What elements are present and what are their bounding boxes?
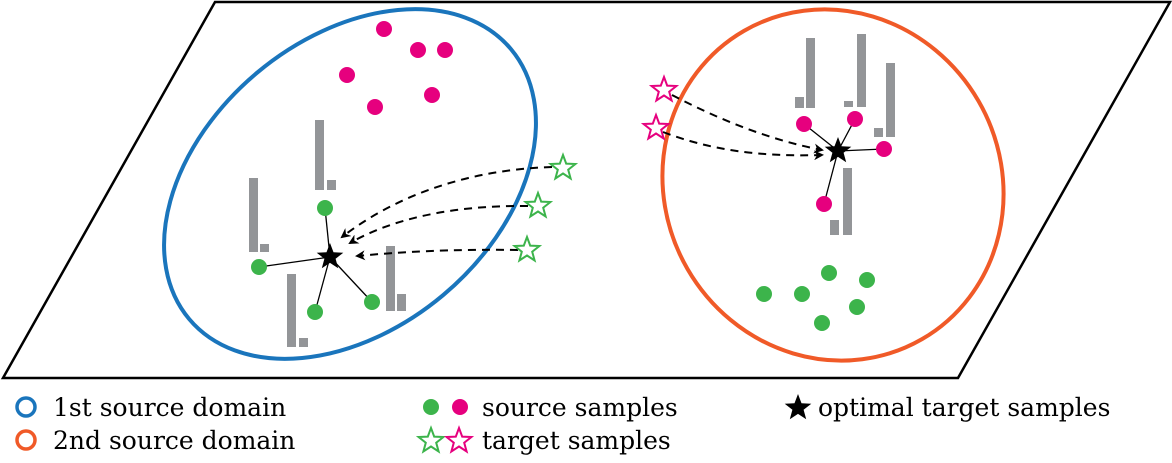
- histogram-bar: [857, 34, 866, 107]
- legend-green-dot-icon: [423, 399, 439, 415]
- legend-pink-star-icon: [443, 425, 475, 454]
- histogram-bar: [806, 38, 815, 108]
- pink-source-dot: [424, 87, 440, 103]
- pink-source-dot: [367, 99, 383, 115]
- legend-orange-ring-icon: [15, 429, 37, 451]
- histogram-bar: [386, 246, 395, 311]
- green-source-dot: [364, 294, 380, 310]
- pink-target-star-icon: [640, 112, 672, 141]
- legend-blue-ring-icon: [15, 396, 37, 418]
- pink-source-dot: [410, 42, 426, 58]
- legend-pink-dot-icon: [452, 399, 468, 415]
- pink-source-dot: [796, 116, 812, 132]
- green-target-star-icon: [522, 190, 554, 219]
- target-samples: [316, 74, 852, 269]
- histogram-bar: [874, 128, 883, 137]
- legend-source-samples: source samples: [482, 393, 678, 422]
- green-source-dot: [251, 259, 267, 275]
- legend-first-domain: 1st source domain: [53, 393, 286, 422]
- green-source-dot: [814, 315, 830, 331]
- pink-source-dot: [339, 67, 355, 83]
- histogram-bar: [249, 178, 258, 252]
- green-source-dot: [307, 304, 323, 320]
- legend: 1st source domain 2nd source domain sour…: [15, 393, 1110, 455]
- histogram-bar: [397, 294, 406, 311]
- dashed-arrow: [348, 204, 529, 244]
- legend-black-star-icon: [784, 394, 812, 420]
- green-source-dot: [317, 200, 333, 216]
- dashed-arrow: [355, 248, 519, 261]
- green-target-star-icon: [547, 152, 579, 181]
- pink-source-dot: [816, 196, 832, 212]
- histogram-bar: [795, 97, 804, 108]
- green-source-dot: [859, 272, 875, 288]
- histogram-bar: [299, 338, 308, 347]
- source-samples: [251, 21, 892, 331]
- pink-source-dot: [437, 42, 453, 58]
- green-source-dot: [821, 265, 837, 281]
- pink-source-dot: [876, 141, 892, 157]
- green-source-dot: [849, 299, 865, 315]
- histogram-bar: [315, 120, 324, 190]
- dashed-arrow: [671, 94, 824, 154]
- dashed-arrow: [662, 131, 824, 161]
- second-source-domain-ellipse: [660, 7, 1006, 363]
- green-target-star-icon: [511, 234, 543, 263]
- green-source-dot: [794, 286, 810, 302]
- legend-second-domain: 2nd source domain: [53, 426, 295, 455]
- histogram-bar: [844, 101, 853, 107]
- dashed-arrow: [340, 166, 553, 239]
- green-source-dot: [756, 286, 772, 302]
- pink-target-star-icon: [648, 74, 680, 103]
- first-source-domain-ellipse: [162, 7, 538, 361]
- histogram-bar: [843, 168, 852, 235]
- legend-green-star-icon: [415, 425, 447, 454]
- feature-space-plane: [0, 0, 1172, 380]
- histogram-bar: [327, 180, 336, 190]
- pink-source-dot: [847, 111, 863, 127]
- optimal-target-star-icon: [316, 243, 344, 269]
- histogram-bar: [287, 274, 296, 347]
- pink-source-dot: [376, 21, 392, 37]
- legend-target-samples: target samples: [482, 426, 671, 455]
- histogram-bar: [830, 220, 839, 235]
- link-line: [314, 256, 331, 313]
- optimal-target-star-icon: [824, 137, 852, 163]
- mapping-arrows: [340, 94, 824, 261]
- histogram-bars: [249, 34, 895, 347]
- legend-optimal-target: optimal target samples: [818, 393, 1110, 422]
- link-line: [823, 150, 839, 205]
- histogram-bar: [260, 244, 269, 252]
- histogram-bar: [886, 63, 895, 137]
- link-line: [258, 256, 331, 268]
